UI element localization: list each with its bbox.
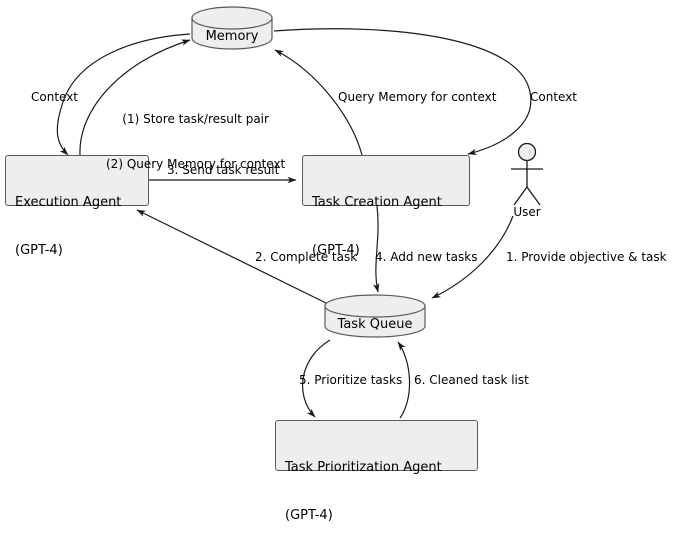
edge-task-queue-to-execution-agent <box>136 209 331 306</box>
task-prioritization-agent-label-line1: Task Prioritization Agent <box>285 460 442 475</box>
edge-label-task-creation-agent-to-memory: Query Memory for context <box>338 90 497 104</box>
actor-user-label: User <box>513 205 541 219</box>
node-task-creation-agent[interactable]: Task Creation Agent (GPT-4) <box>302 155 470 258</box>
edge-task-creation-agent-to-task-queue <box>373 205 380 293</box>
edge-label-user-to-task-queue: 1. Provide objective & task <box>506 250 667 264</box>
edge-label-execution-agent-to-memory: (1) Store task/result pair (2) Query Mem… <box>106 82 285 202</box>
edge-task-creation-agent-to-memory <box>274 49 363 156</box>
node-execution-agent[interactable]: Execution Agent (GPT-4) <box>5 155 149 258</box>
edge-label-execution-agent-to-task-creation-agent: 3. Send task result <box>167 163 280 177</box>
memory-label: Memory <box>205 29 259 44</box>
actor-user-icon <box>511 142 543 206</box>
edges-layer <box>56 6 543 419</box>
task-prioritization-agent-label-line2: (GPT-4) <box>285 508 333 523</box>
edge-label-memory-to-task-creation-agent: Context <box>530 90 578 104</box>
edge-label-memory-to-execution-agent: Context <box>31 90 79 104</box>
edge-label-task-queue-to-task-prioritization-agent: 5. Prioritize tasks <box>299 373 403 387</box>
execution-agent-label-line1: Execution Agent <box>15 195 122 210</box>
task-creation-agent-label-line2: (GPT-4) <box>312 243 360 258</box>
edge-label-store-line1: (1) Store task/result pair <box>122 112 269 126</box>
edge-execution-agent-to-memory <box>79 39 191 156</box>
task-creation-agent-label-line1: Task Creation Agent <box>312 195 442 210</box>
edge-label-task-prioritization-agent-to-task-queue: 6. Cleaned task list <box>414 373 529 387</box>
execution-agent-label-line2: (GPT-4) <box>15 243 63 258</box>
node-task-prioritization-agent[interactable]: Task Prioritization Agent (GPT-4) <box>275 420 478 523</box>
diagram-canvas: Memory Execution Agent (GPT-4) Task Crea… <box>5 6 667 523</box>
edge-label-store-line2: (2) Query Memory for context <box>106 157 286 171</box>
database-task-queue <box>324 294 426 338</box>
edge-label-task-queue-to-execution-agent: 2. Complete task <box>255 250 358 264</box>
database-memory <box>191 6 273 50</box>
edge-memory-to-task-creation-agent <box>273 28 532 156</box>
edge-task-prioritization-agent-to-task-queue <box>397 341 411 419</box>
task-queue-label: Task Queue <box>337 317 413 332</box>
edge-user-to-task-queue <box>431 215 514 299</box>
edge-memory-to-execution-agent <box>56 33 191 156</box>
edge-label-task-creation-agent-to-task-queue: 4. Add new tasks <box>375 250 478 264</box>
edge-task-queue-to-task-prioritization-agent <box>302 339 331 418</box>
